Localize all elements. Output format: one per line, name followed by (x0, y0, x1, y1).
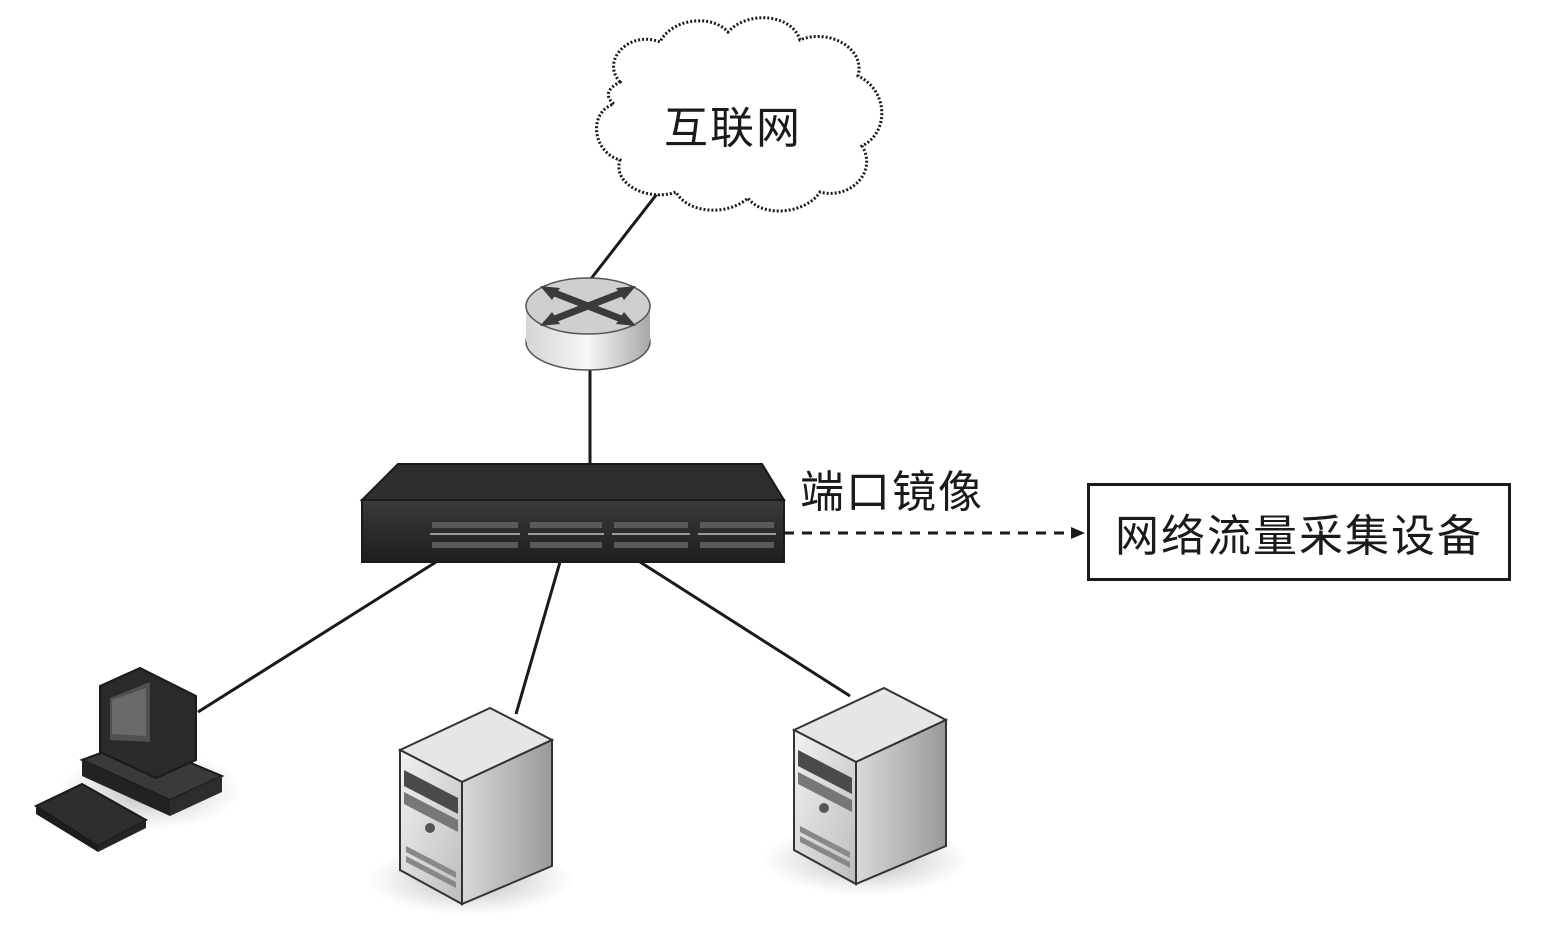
connection-lines (197, 189, 851, 715)
link-switch-desktop (197, 560, 437, 714)
traffic-collector-box: 网络流量采集设备 (1087, 483, 1511, 581)
link-switch-server-2 (639, 560, 851, 698)
port-mirroring-label: 端口镜像 (800, 467, 984, 518)
desktop-computer-icon (33, 666, 242, 852)
traffic-collector-label: 网络流量采集设备 (1115, 511, 1483, 562)
server-icon (366, 706, 574, 916)
server-icon (762, 686, 970, 896)
internet-label: 互联网 (664, 103, 802, 154)
router-icon (525, 277, 651, 371)
switch-icon (359, 463, 786, 563)
cloud-icon (595, 16, 884, 213)
link-switch-server-1 (514, 561, 562, 715)
link-cloud-router (588, 189, 662, 281)
